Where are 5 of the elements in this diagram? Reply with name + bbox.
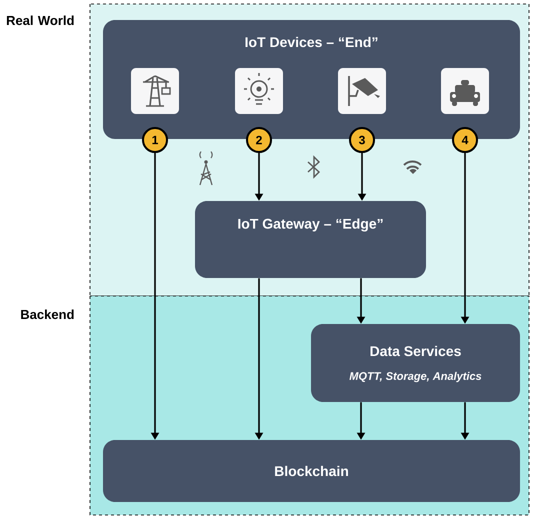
services-box: Data Services MQTT, Storage, Analytics: [311, 324, 520, 402]
region-label: Backend: [21, 310, 74, 320]
blockchain-box: Blockchain: [103, 440, 520, 502]
region-label: Real World: [6, 16, 74, 26]
gateway-box: IoT Gateway – “Edge”: [195, 201, 426, 278]
